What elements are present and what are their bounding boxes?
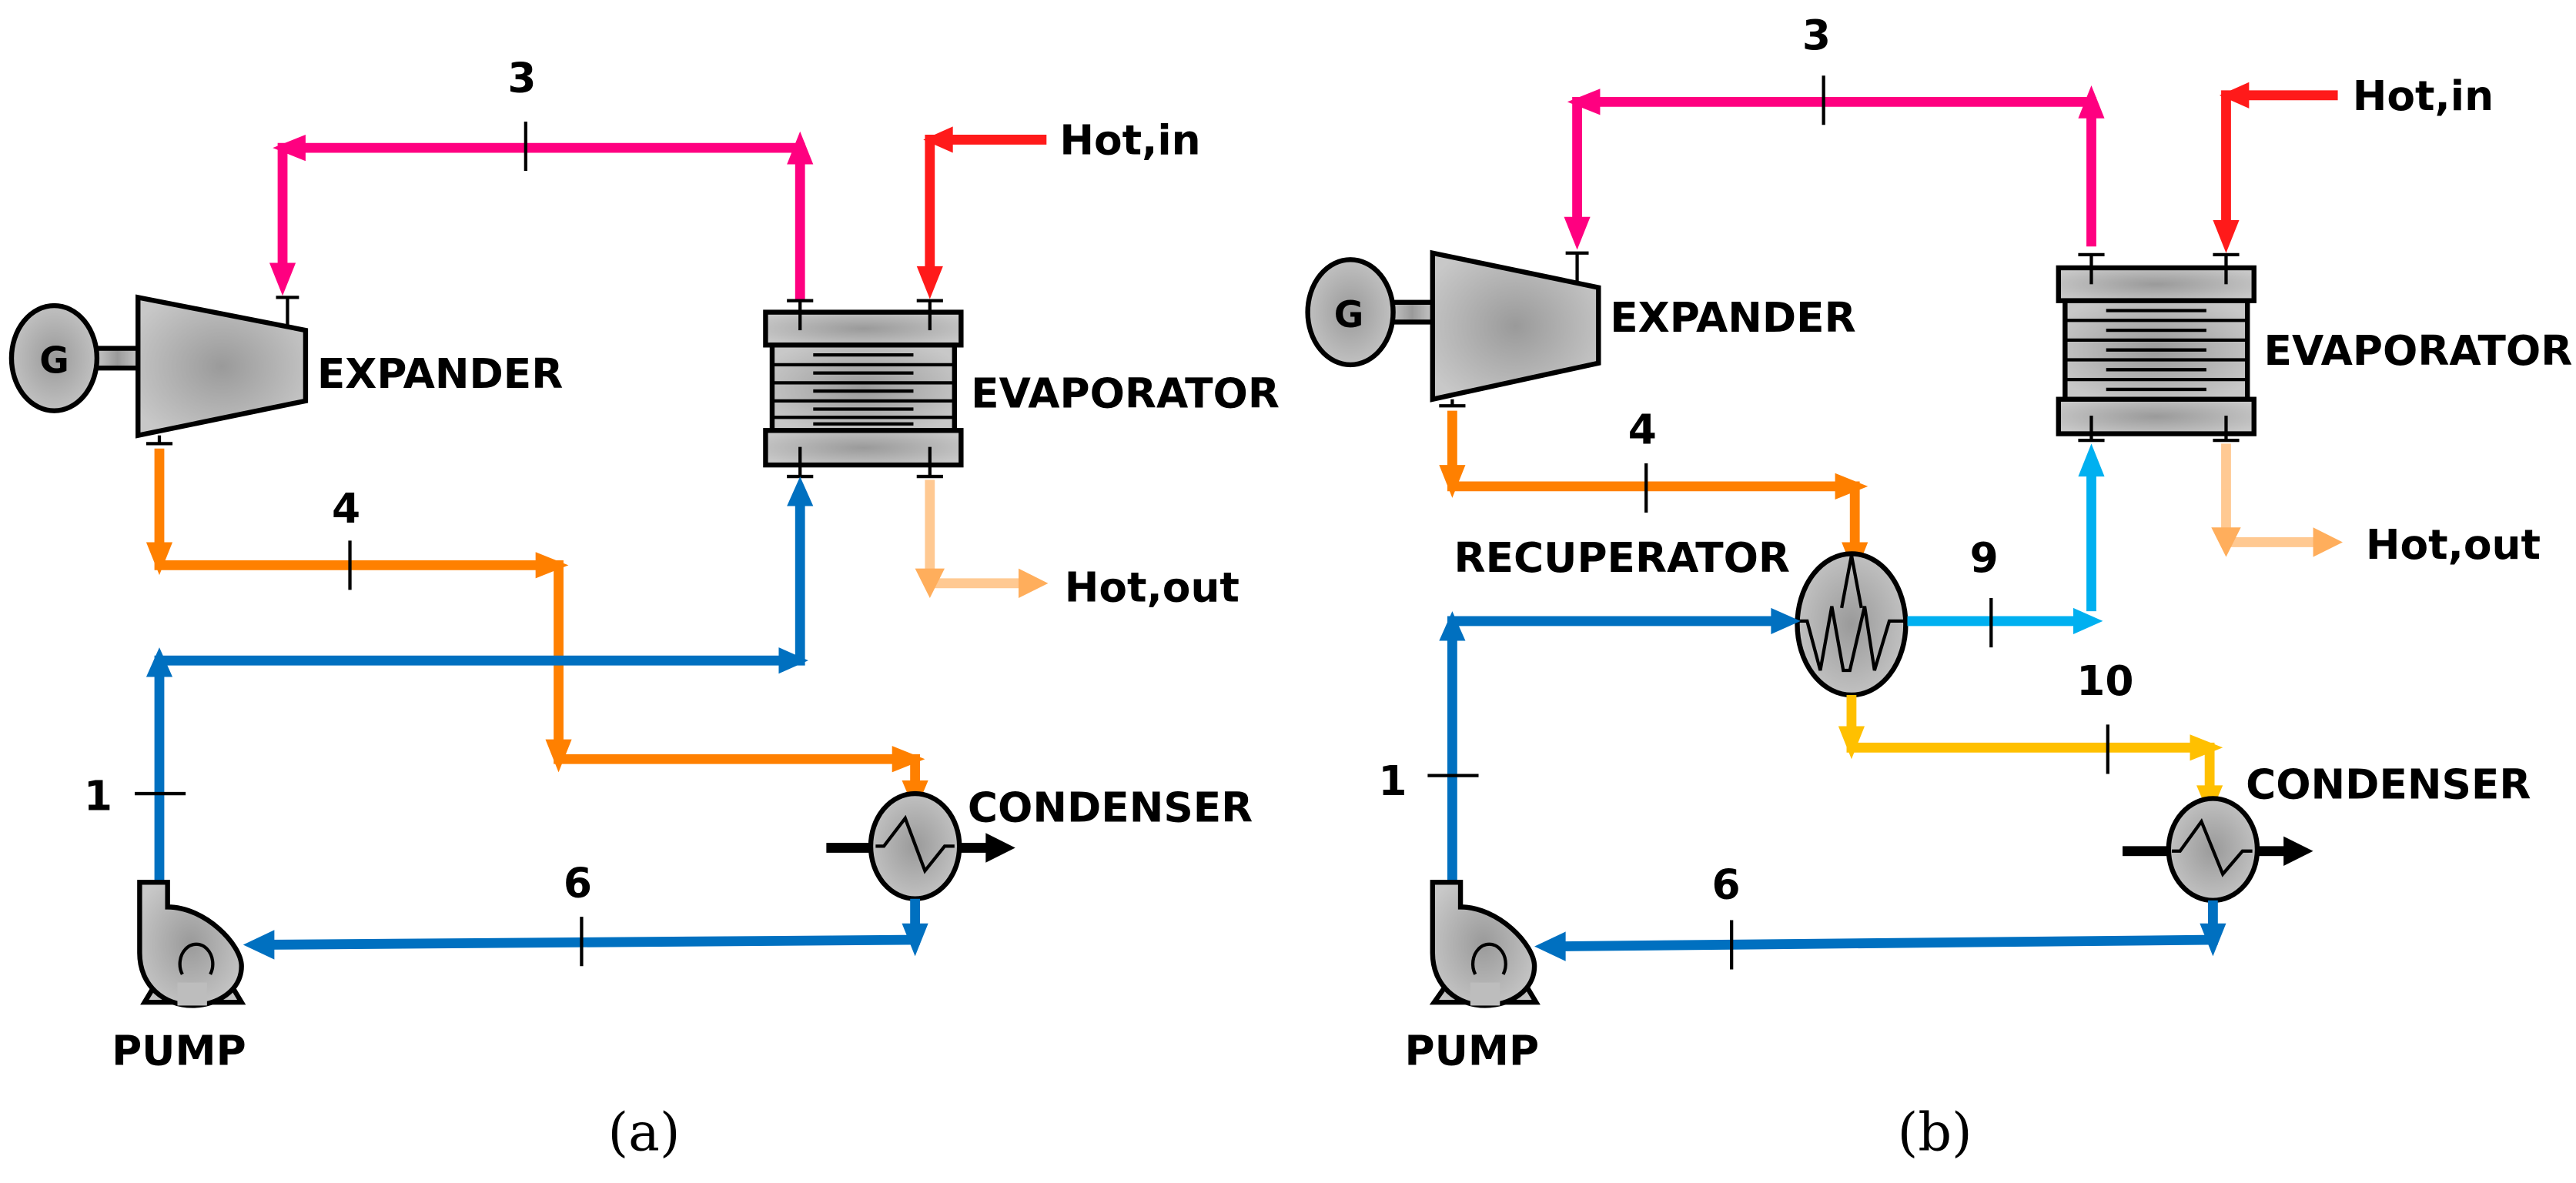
condenser-label: CONDENSER	[968, 783, 1253, 831]
pipe-hot-in	[916, 126, 1047, 299]
coolant-arrow-icon	[2283, 836, 2313, 866]
arrow-head-left-icon	[923, 126, 953, 153]
pump	[1429, 880, 1541, 1008]
arrow-head-down-icon	[915, 568, 945, 599]
arrow-head-down-icon	[1439, 465, 1466, 498]
arrow-head-right-icon	[778, 647, 808, 674]
arrow-head-right-icon	[2190, 734, 2223, 761]
generator: G	[8, 302, 142, 413]
arrow-head-right-icon	[535, 552, 569, 579]
condenser	[2123, 796, 2313, 904]
evaporator	[2056, 252, 2257, 443]
state-label-1: 1	[1378, 757, 1407, 805]
arrow-head-right-icon	[1019, 568, 1049, 599]
expander	[1430, 249, 1601, 408]
pipe-line	[2221, 90, 2338, 237]
state-label-10: 10	[2076, 657, 2133, 705]
evaporator	[763, 299, 964, 479]
arrow-head-down-icon	[1564, 216, 1591, 250]
state-label-4: 4	[1628, 405, 1657, 453]
arrow-head-right-icon	[2313, 527, 2343, 557]
hot-out-label: Hot,out	[1065, 563, 1239, 611]
recuperator-label: RECUPERATOR	[1454, 533, 1790, 582]
panel-b: 3 Hot,in G EXPANDER	[1305, 11, 2573, 1163]
state-label-4: 4	[332, 484, 360, 533]
arrow-head-down-icon	[2211, 527, 2241, 557]
panel-a: 3 Hot,in G EXPANDER	[8, 54, 1280, 1163]
state-label-6: 6	[564, 859, 592, 907]
arrow-head-up-icon	[2078, 85, 2105, 119]
state-label-3: 3	[507, 54, 536, 102]
pump-label: PUMP	[1405, 1026, 1540, 1074]
pipe-state-1	[134, 476, 814, 883]
state-label-3: 3	[1802, 11, 1831, 59]
panel-a-caption: (a)	[608, 1102, 681, 1163]
pipe-line	[1554, 900, 2218, 952]
arrow-head-up-icon	[787, 131, 814, 165]
arrow-head-right-icon	[1771, 607, 1801, 635]
arrow-head-down-icon	[2213, 220, 2240, 253]
hot-in-label: Hot,in	[1059, 116, 1200, 165]
evaporator-label: EVAPORATOR	[2264, 326, 2573, 375]
pipe-line	[925, 135, 1047, 283]
arrow-head-down-icon	[1838, 726, 1865, 760]
pipe-line	[1447, 410, 1860, 559]
arrow-head-up-icon	[146, 647, 173, 677]
arrow-head-right-icon	[892, 746, 925, 773]
state-label-1: 1	[84, 771, 112, 820]
pipe-line	[277, 142, 805, 301]
pump	[137, 880, 246, 1008]
arrow-head-down-icon	[916, 266, 943, 299]
arrow-head-left-icon	[243, 930, 275, 960]
hot-out-label: Hot,out	[2366, 520, 2541, 569]
arrow-head-up-icon	[787, 476, 814, 506]
pipe-line	[1846, 694, 2215, 796]
expander-label: EXPANDER	[317, 349, 563, 398]
pipe-state-1	[1427, 607, 1801, 883]
pipe-state-6	[1534, 900, 2226, 970]
state-label-6: 6	[1712, 861, 1741, 909]
pipe-line	[154, 490, 805, 883]
generator-label: G	[39, 340, 69, 383]
arrow-head-left-icon	[2219, 82, 2250, 109]
arrow-head-down-icon	[146, 542, 173, 576]
pipe-state-6	[243, 898, 928, 967]
arrow-head-up-icon	[2078, 443, 2105, 477]
state-label-9: 9	[1970, 533, 1999, 582]
pipe-state-3	[1564, 75, 2105, 250]
coolant-arrow-icon	[985, 833, 1015, 863]
hot-in-label: Hot,in	[2353, 72, 2494, 120]
arrow-head-right-icon	[1835, 473, 1868, 500]
pipe-hot-out	[2211, 443, 2343, 557]
arrow-head-left-icon	[273, 135, 306, 162]
expander-label: EXPANDER	[1610, 293, 1855, 342]
arrow-head-down-icon	[902, 923, 928, 957]
pipe-hot-out	[915, 480, 1049, 599]
arrow-head-right-icon	[2073, 607, 2103, 635]
recuperator	[1795, 551, 1909, 698]
pipe-state-4	[1439, 410, 1868, 576]
arrow-head-up-icon	[1439, 611, 1466, 641]
pipe-line	[2221, 443, 2322, 547]
panel-b-caption: (b)	[1898, 1102, 1972, 1163]
pipe-line	[1572, 96, 2096, 247]
arrow-head-down-icon	[269, 262, 296, 296]
expander	[135, 294, 309, 446]
arrow-head-down-icon	[2200, 923, 2226, 957]
pipe-line	[925, 480, 1027, 589]
arrow-head-left-icon	[1534, 931, 1566, 961]
pipe-state-10	[1838, 694, 2223, 817]
arrow-head-left-icon	[1567, 89, 1601, 115]
pipe-state-9	[1907, 443, 2105, 648]
generator-label: G	[1334, 294, 1364, 336]
evaporator-label: EVAPORATOR	[971, 369, 1280, 417]
arrow-head-down-icon	[545, 739, 572, 773]
condenser-label: CONDENSER	[2246, 760, 2531, 808]
pipe-state-3	[269, 121, 814, 301]
generator: G	[1305, 257, 1437, 368]
pipe-line	[1447, 616, 1785, 883]
pump-label: PUMP	[112, 1026, 246, 1074]
pipe-hot-in	[2213, 82, 2338, 253]
